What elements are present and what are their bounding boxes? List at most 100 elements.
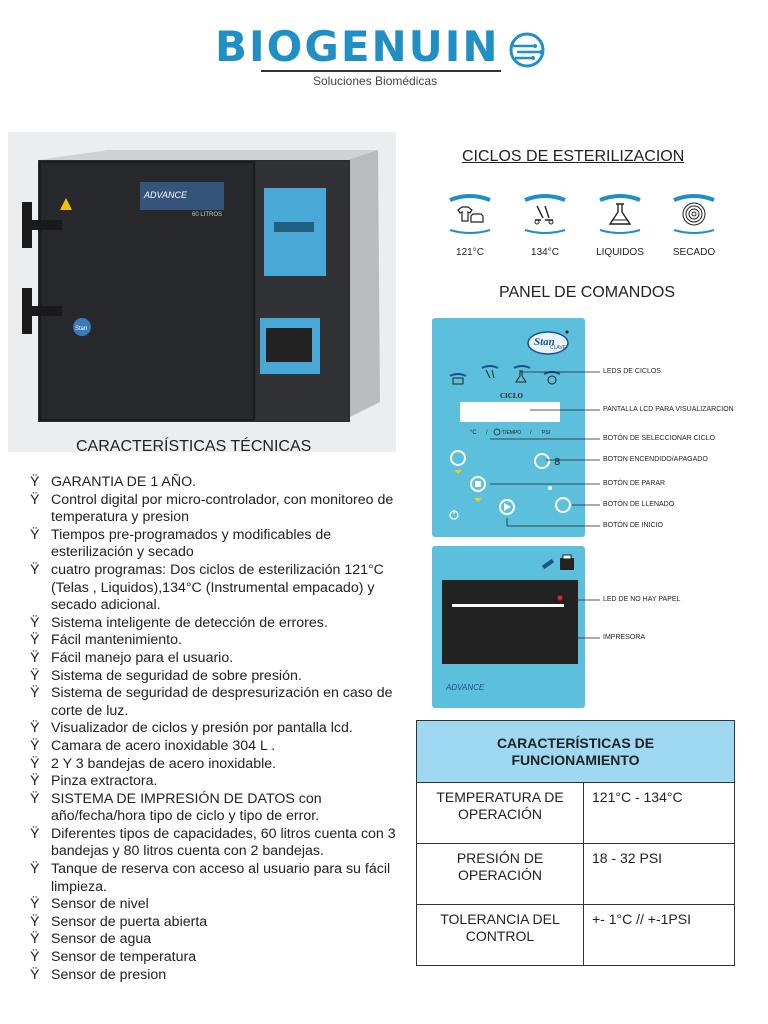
list-bullet: Ÿ [30, 561, 40, 578]
spec-value: 18 - 32 PSI [583, 843, 735, 905]
panel-logo: Stan [534, 336, 555, 348]
list-bullet: Ÿ [30, 720, 40, 737]
list-bullet: Ÿ [30, 825, 40, 842]
panel-unit-tiempo: TIEMPO [502, 430, 521, 436]
autoclave-photo: ADVANCE 60 LITROS Stan [8, 132, 396, 452]
spec-value: +- 1°C // +-1PSI [583, 904, 735, 966]
cycle-liquidos: LIQUIDOS [590, 192, 650, 262]
spec-table-header: CARACTERÍSTICAS DE FUNCIONAMIENTO [416, 720, 735, 783]
list-bullet: Ÿ [30, 755, 40, 772]
list-item-text: Pinza extractora. [51, 773, 158, 790]
list-bullet: Ÿ [30, 931, 40, 948]
list-item-text: Tiempos pre-programados y modificables d… [51, 526, 332, 561]
printer-badge: ADVANCE [445, 683, 485, 692]
list-item-text: Diferentes tipos de capacidades, 60 litr… [51, 825, 396, 860]
cycle-label: LIQUIDOS [596, 247, 644, 258]
list-item-text: Sensor de temperatura [51, 949, 197, 966]
control-panel: Stan CLAVE CICLO °C / TIEMPO / PSI 8 [432, 318, 585, 537]
list-bullet: Ÿ [30, 685, 40, 702]
panel-unit-sep1: / [486, 430, 488, 436]
logo-underline [261, 70, 501, 72]
flask-icon [599, 194, 641, 234]
list-item-text: cuatro programas: Dos ciclos de esterili… [51, 561, 384, 614]
panel-ciclo-label: CICLO [500, 392, 524, 400]
callout-leds-ciclos: LEDS DE CICLOS [603, 368, 661, 375]
globe-icon [509, 32, 545, 68]
spec-key: TEMPERATURA DE OPERACIÓN [416, 782, 584, 844]
cycles-title: CICLOS DE ESTERILIZACION [462, 148, 685, 165]
list-bullet: Ÿ [30, 649, 40, 666]
list-item: Ÿ Tiempos pre-programados y modificables … [30, 527, 402, 562]
spec-value: 121°C - 134°C [583, 782, 735, 844]
cycle-secado: SECADO [664, 192, 724, 262]
table-row: TOLERANCIA DEL CONTROL +- 1°C // +-1PSI [416, 904, 735, 966]
callout-seleccionar: BOTÓN DE SELECCIONAR CICLO [603, 435, 716, 442]
callout-no-papel: LED DE NO HAY PAPEL [603, 596, 681, 603]
list-bullet: Ÿ [30, 966, 40, 983]
list-bullet: Ÿ [30, 790, 40, 807]
table-row: TEMPERATURA DE OPERACIÓN 121°C - 134°C [416, 782, 735, 844]
callout-pantalla: PANTALLA LCD PARA VISUALIZARCION [603, 406, 734, 413]
spec-key: PRESIÓN DE OPERACIÓN [416, 843, 584, 905]
callout-llenado: BOTÓN DE LLENADO [603, 501, 675, 508]
list-item: Ÿ Sensor de temperatura [30, 949, 402, 967]
spec-key: TOLERANCIA DEL CONTROL [416, 904, 584, 966]
brand-name: BIOGENUIN [215, 22, 500, 71]
control-panel-graphic: Stan CLAVE CICLO °C / TIEMPO / PSI 8 [449, 330, 571, 520]
list-item: Ÿ SISTEMA DE IMPRESIÓN DE DATOS con año/f… [30, 791, 402, 826]
callout-encendido: BOTON ENCENDIDO/APAGADO [603, 456, 708, 463]
list-item-text: Camara de acero inoxidable 304 L . [51, 737, 276, 754]
list-item-text: Sensor de nivel [51, 896, 149, 913]
list-bullet: Ÿ [30, 913, 40, 930]
cycle-121: 121°C [440, 192, 500, 262]
photo-brand-badge: ADVANCE [143, 190, 188, 200]
list-item-text: SISTEMA DE IMPRESIÓN DE DATOS con año/fe… [51, 790, 322, 825]
cycles-row: 121°C 134°C LIQUIDOS SECADO [440, 192, 730, 262]
callout-impresora: IMPRESORA [603, 634, 646, 641]
list-item-text: Sensor de puerta abierta [51, 913, 208, 930]
brand-tagline: Soluciones Biomédicas [313, 74, 438, 88]
table-row: PRESIÓN DE OPERACIÓN 18 - 32 PSI [416, 843, 735, 905]
cycle-label: SECADO [672, 247, 716, 258]
list-bullet: Ÿ [30, 737, 40, 754]
panel-logo-sub: CLAVE [550, 345, 567, 351]
panel-unit-sep2: / [530, 430, 532, 436]
list-item: Ÿ Diferentes tipos de capacidades, 60 lit… [30, 826, 402, 861]
cycle-label: 121°C [456, 247, 484, 258]
list-item-text: Sistema de seguridad de despresurización… [51, 685, 393, 719]
printer-panel: ADVANCE [432, 546, 585, 708]
callout-parar: BOTÓN DE PARAR [603, 480, 666, 487]
list-item-text: Fácil manejo para el usuario. [51, 649, 234, 666]
list-bullet: Ÿ [30, 896, 40, 913]
list-item: Ÿ Sistema de seguridad de despresurizació… [30, 685, 402, 720]
cycle-134: 134°C [515, 192, 575, 262]
brand-logo: BIOGENUIN Soluciones Biomédicas [215, 22, 555, 92]
list-item-text: Sensor de presion [51, 966, 167, 983]
list-bullet: Ÿ [30, 474, 40, 490]
list-bullet: Ÿ [30, 949, 40, 966]
list-bullet: Ÿ [30, 632, 40, 649]
callout-inicio: BOTÓN DE INICIO [603, 522, 663, 529]
spec-table-header-row: CARACTERÍSTICAS DE FUNCIONAMIENTO [416, 720, 735, 783]
spec-table: CARACTERÍSTICAS DE FUNCIONAMIENTO TEMPER… [416, 720, 735, 966]
autoclave-illustration: ADVANCE 60 LITROS Stan [22, 150, 380, 422]
clothes-icon [449, 194, 491, 234]
spiral-icon [673, 194, 715, 234]
instruments-icon [524, 194, 566, 234]
list-item-text: Control digital por micro-controlador, c… [51, 491, 394, 526]
panel-unit-psi: PSI [542, 430, 550, 436]
list-bullet: Ÿ [30, 861, 40, 878]
callout-lines [490, 371, 600, 639]
list-bullet: Ÿ [30, 526, 40, 543]
panel-unit-c: °C [470, 430, 477, 436]
printer-graphic: ADVANCE [442, 554, 578, 692]
